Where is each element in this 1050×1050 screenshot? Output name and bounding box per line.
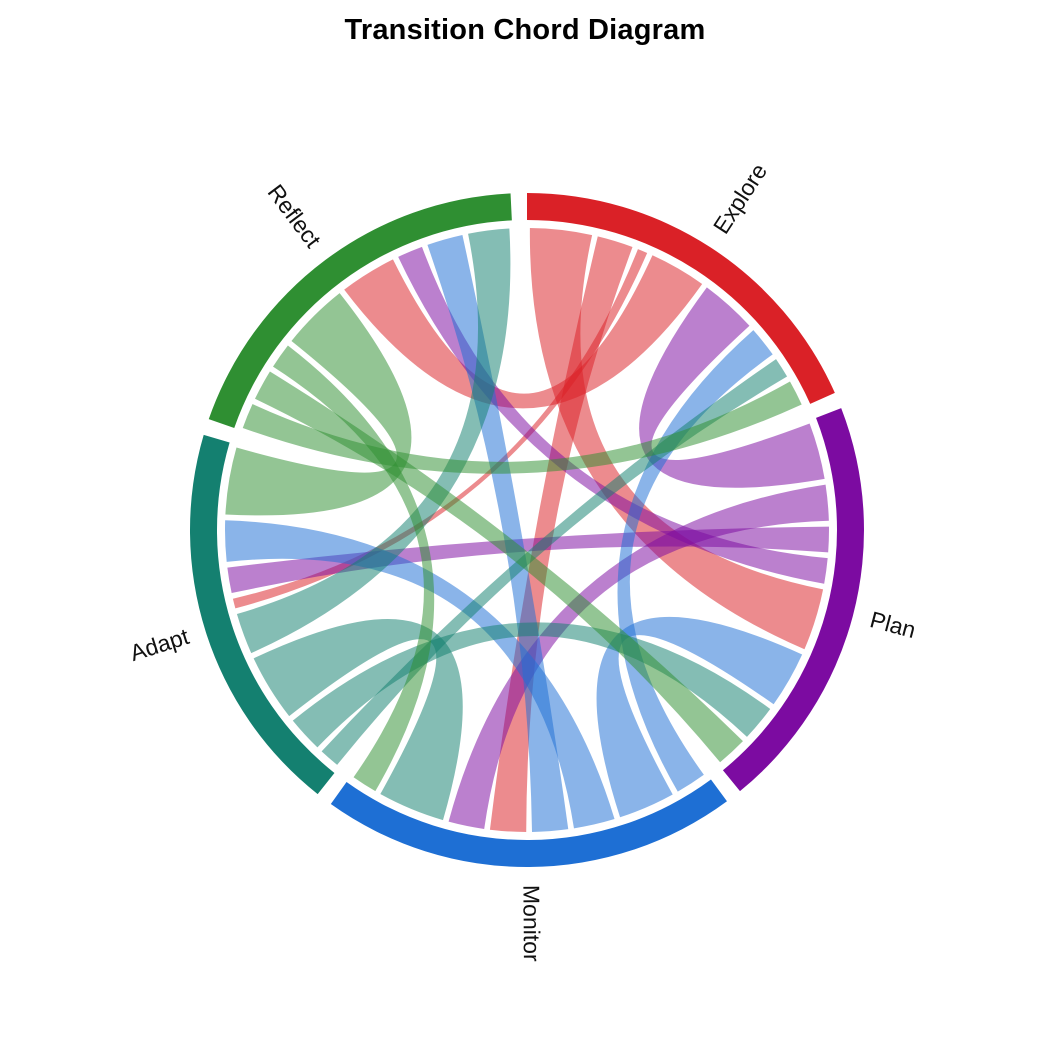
chart-title: Transition Chord Diagram	[344, 14, 706, 46]
sector-arc-plan	[722, 408, 864, 792]
ribbon-adapt-to-explore	[321, 359, 788, 765]
sector-arc-monitor	[330, 779, 727, 867]
ribbon-plan-to-adapt	[227, 526, 829, 594]
ribbon-explore-to-plan	[529, 228, 824, 650]
ribbon-adapt-to-plan	[292, 622, 771, 748]
ribbon-explore-to-reflect	[344, 255, 703, 409]
sector-arc-group	[189, 193, 864, 867]
ribbon-adapt-to-monitor	[253, 618, 463, 821]
sector-arc-adapt	[189, 434, 335, 795]
ribbon-group	[225, 228, 829, 832]
sector-label-monitor: Monitor	[518, 885, 545, 962]
sector-label-explore: Explore	[708, 159, 772, 239]
sector-label-adapt: Adapt	[127, 623, 193, 666]
sector-arc-explore	[527, 193, 835, 404]
ribbon-plan-to-explore	[639, 287, 825, 488]
ribbon-adapt-to-reflect	[236, 228, 511, 654]
sector-label-reflect: Reflect	[263, 179, 327, 252]
ribbon-monitor-to-plan	[596, 616, 803, 818]
sector-label-plan: Plan	[867, 606, 918, 643]
sector-arc-reflect	[208, 193, 512, 429]
ribbon-reflect-to-adapt	[225, 293, 412, 516]
ribbon-reflect-to-plan	[254, 371, 743, 763]
ribbon-monitor-to-reflect	[427, 234, 569, 832]
